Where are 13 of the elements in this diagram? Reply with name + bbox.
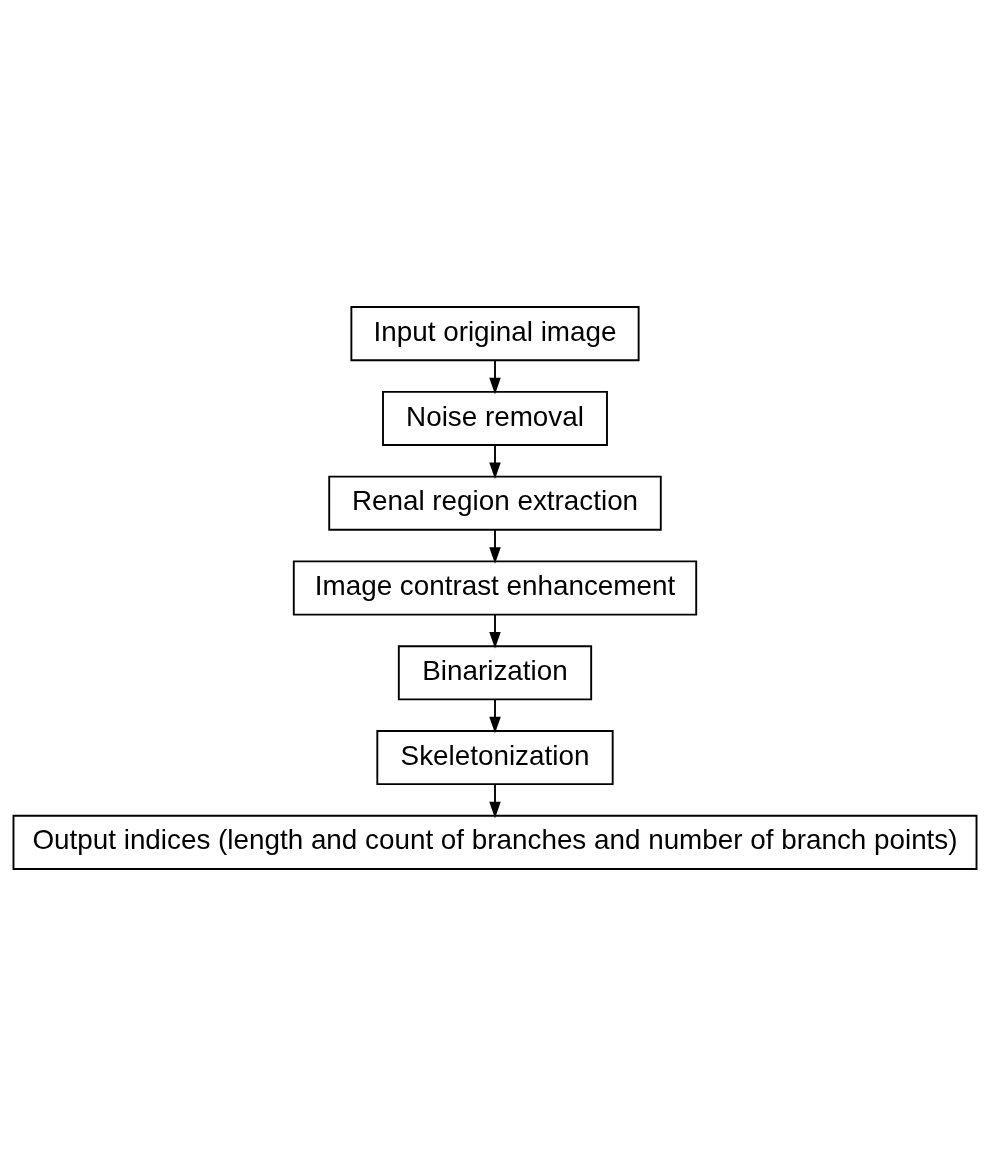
- arrow: [489, 443, 501, 479]
- arrow: [489, 359, 501, 394]
- arrow: [489, 698, 501, 733]
- arrow: [489, 613, 501, 649]
- node-box: Image contrast enhancement: [292, 559, 698, 616]
- node-box: Input original image: [350, 305, 640, 361]
- node-box: Output indices (length and count of branches and number of branch points): [12, 814, 978, 870]
- node-box: Binarization: [397, 644, 593, 700]
- arrow: [489, 528, 501, 564]
- node-box: Renal region extraction: [328, 475, 662, 531]
- node-box: Skeletonization: [376, 729, 614, 785]
- arrow: [489, 782, 501, 818]
- node-box: Noise removal: [382, 390, 608, 446]
